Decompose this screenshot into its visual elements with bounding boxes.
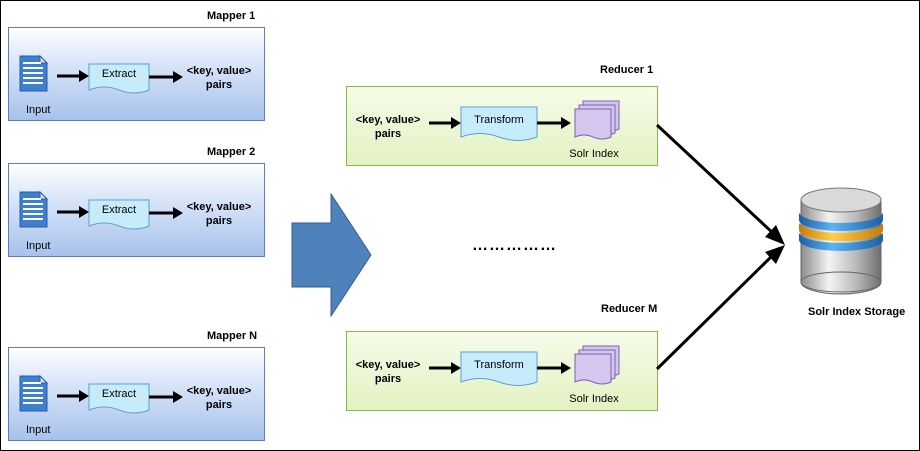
block-arrow-icon xyxy=(291,193,372,317)
storage-label: Solr Index Storage xyxy=(808,306,906,318)
arrow-icon xyxy=(429,362,461,374)
mapper-n-flow xyxy=(19,374,183,414)
input-label: Input xyxy=(26,424,51,436)
document-icon xyxy=(19,374,49,412)
extract-process-shape xyxy=(88,63,150,94)
arrow-icon xyxy=(537,117,571,129)
extract-label: Extract xyxy=(101,388,137,400)
transform-process-shape xyxy=(460,351,538,386)
mapper-1-flow xyxy=(19,54,183,94)
document-icon xyxy=(19,190,49,228)
arrow-icon xyxy=(655,123,785,245)
key-value-label: <key, value> pairs xyxy=(186,385,252,411)
mapper-1-box: Input Extract <key, value> pairs xyxy=(8,27,265,121)
extract-label: Extract xyxy=(101,204,137,216)
document-icon xyxy=(19,54,49,92)
transform-label: Transform xyxy=(474,359,524,371)
input-label: Input xyxy=(26,104,51,116)
ellipsis: …………… xyxy=(472,237,557,254)
mapper-n-box: Input Extract <key, value> pairs xyxy=(8,347,265,441)
input-label: Input xyxy=(26,240,51,252)
extract-process-shape xyxy=(88,199,150,230)
arrow-icon xyxy=(57,206,89,218)
reducer-1-flow xyxy=(429,100,620,141)
mapper-1-title: Mapper 1 xyxy=(207,10,256,22)
storage-connectors xyxy=(655,123,785,371)
key-value-label: <key, value> pairs xyxy=(355,359,421,385)
arrow-icon xyxy=(537,362,571,374)
reducer-m-title: Reducer M xyxy=(601,303,658,315)
transform-label: Transform xyxy=(474,114,524,126)
mapper-n-title: Mapper N xyxy=(207,330,258,342)
key-value-label: <key, value> pairs xyxy=(355,114,421,140)
arrow-icon xyxy=(149,391,183,403)
mapper-2-flow xyxy=(19,190,183,230)
arrow-icon xyxy=(57,390,89,402)
index-stack-icon xyxy=(574,345,620,385)
arrow-icon xyxy=(655,245,785,371)
solr-index-label: Solr Index xyxy=(569,148,619,160)
key-value-label: <key, value> pairs xyxy=(186,65,252,91)
transform-process-shape xyxy=(460,106,538,141)
mapper-2-box: Input Extract <key, value> pairs xyxy=(8,163,265,257)
reducer-1-box: <key, value> pairs Transform Solr Index xyxy=(346,86,658,166)
arrow-icon xyxy=(429,117,461,129)
reducer-m-flow xyxy=(429,345,620,386)
arrow-icon xyxy=(149,207,183,219)
arrow-icon xyxy=(57,70,89,82)
arrow-icon xyxy=(149,71,183,83)
extract-process-shape xyxy=(88,383,150,414)
mapper-2-title: Mapper 2 xyxy=(207,146,256,158)
database-icon xyxy=(799,187,883,295)
solr-index-label: Solr Index xyxy=(569,393,619,405)
index-stack-icon xyxy=(574,100,620,140)
extract-label: Extract xyxy=(101,68,137,80)
key-value-label: <key, value> pairs xyxy=(186,201,252,227)
reducer-1-title: Reducer 1 xyxy=(600,64,654,76)
reducer-m-box: <key, value> pairs Transform Solr Index xyxy=(346,331,658,411)
